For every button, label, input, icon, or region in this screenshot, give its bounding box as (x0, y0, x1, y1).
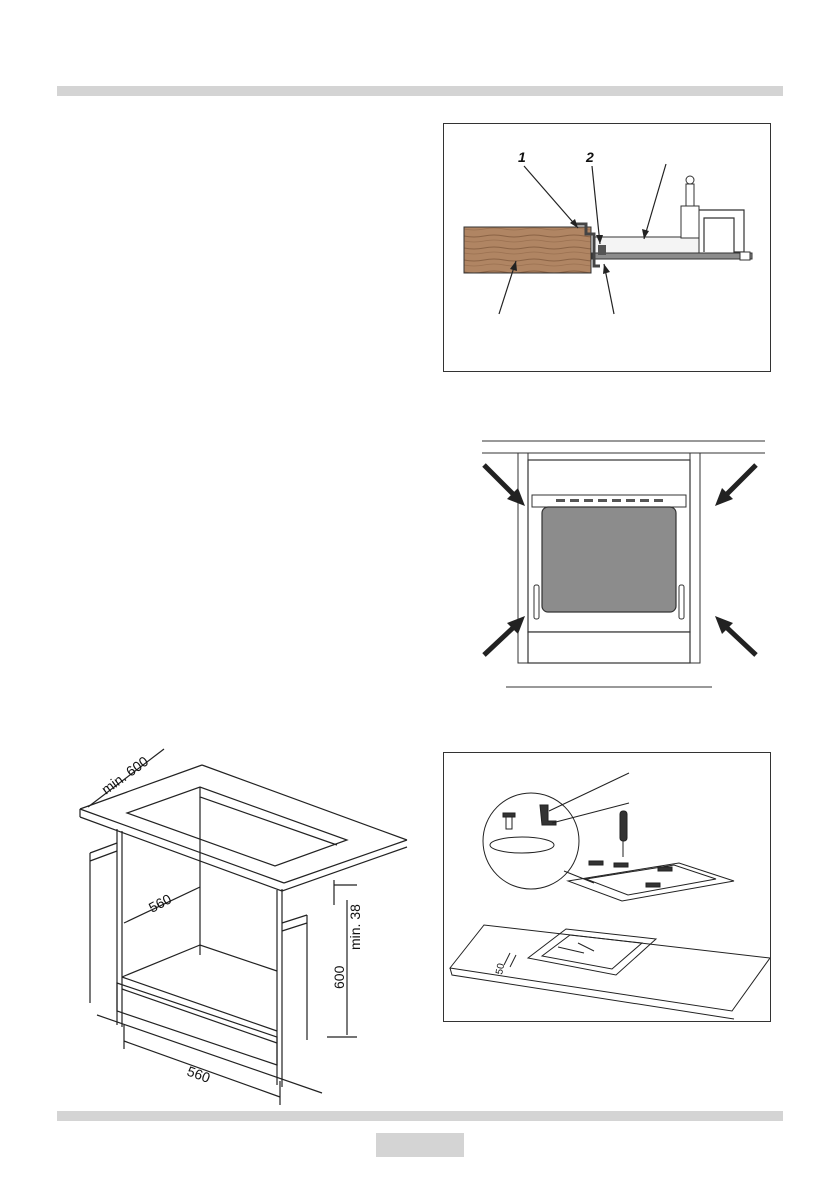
dim-min-38: min. 38 (347, 904, 363, 950)
dim-560-depth: 560 (146, 890, 174, 915)
page-number-box (376, 1133, 464, 1157)
screwdriver-icon (620, 811, 627, 841)
hob-plate (592, 253, 752, 259)
oven-front-drawing (470, 435, 770, 690)
drawer (528, 632, 690, 663)
dim-small: 50 (494, 962, 507, 976)
header-rule (57, 86, 783, 96)
hob-housing (699, 210, 744, 252)
dim-min-600: min. 600 (98, 753, 151, 798)
detail-circle (483, 793, 579, 889)
figure-cabinet-dimensions: min. 600 560 600 min. 38 560 (72, 745, 417, 1110)
callout-2: 2 (585, 149, 594, 165)
dim-560-width: 560 (185, 1063, 213, 1086)
cabinet-dimensions-drawing: min. 600 560 600 min. 38 560 (72, 745, 417, 1110)
dim-600-height: 600 (331, 965, 347, 989)
countertop-section-drawing: 1 2 (444, 124, 770, 371)
figure-oven-front (470, 435, 770, 690)
worktop (464, 227, 591, 273)
footer-rule (57, 1111, 783, 1121)
figure-hob-fixing: 50 (443, 752, 771, 1022)
hob-fixing-drawing: 50 (444, 753, 770, 1021)
burner (681, 206, 699, 238)
callout-1: 1 (518, 149, 526, 165)
oven-window (542, 507, 676, 612)
figure-countertop-section: 1 2 (443, 123, 771, 372)
hob-body (594, 237, 699, 253)
gasket (598, 245, 606, 255)
